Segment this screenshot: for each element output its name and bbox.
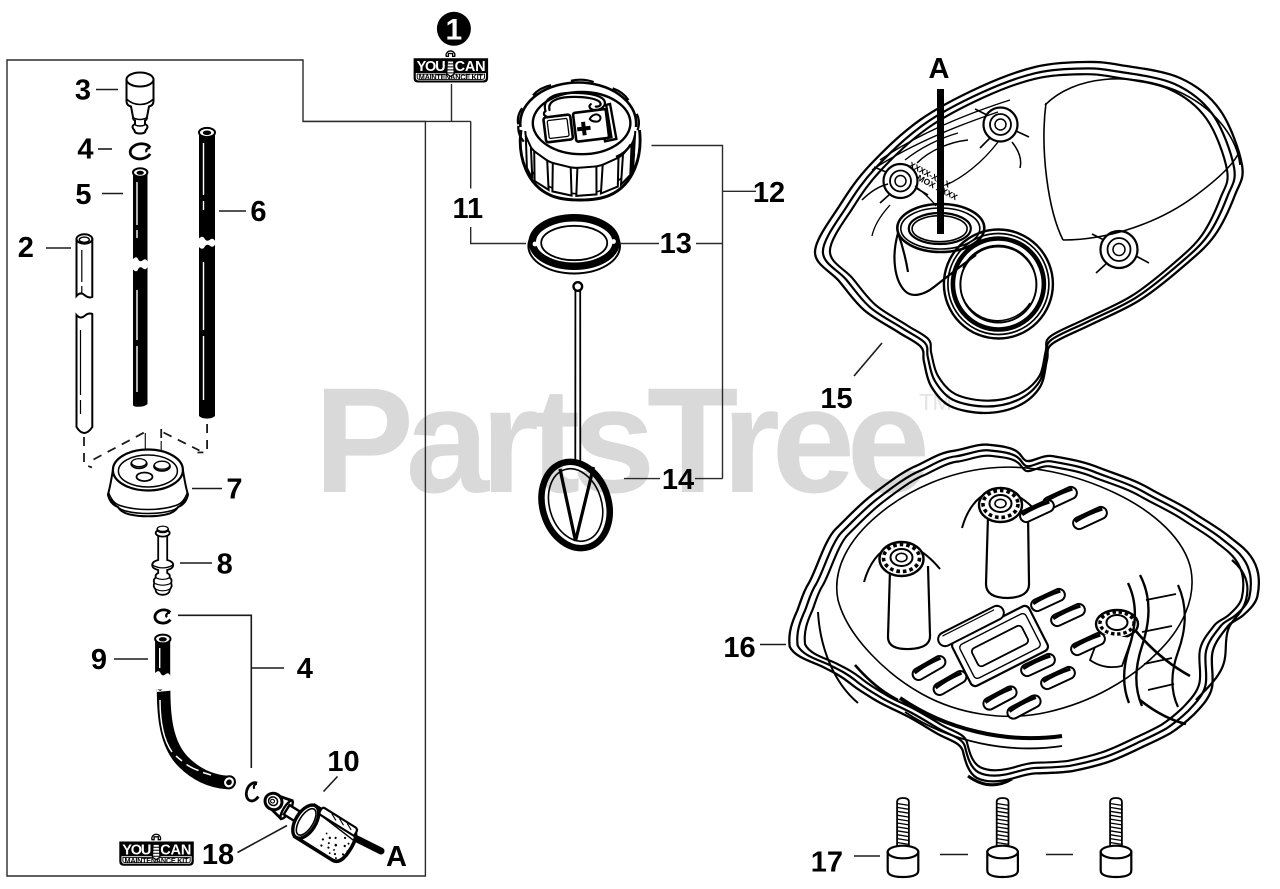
svg-text:10: 10 [327, 746, 359, 778]
svg-text:5: 5 [75, 179, 91, 211]
svg-text:14: 14 [662, 464, 694, 496]
svg-text:4: 4 [77, 134, 93, 166]
svg-text:8: 8 [217, 549, 233, 581]
svg-text:A: A [929, 53, 950, 85]
svg-text:16: 16 [723, 632, 755, 664]
svg-text:1: 1 [446, 14, 463, 47]
svg-text:2: 2 [18, 232, 34, 264]
svg-text:17: 17 [811, 847, 843, 879]
svg-text:PartsTree: PartsTree [314, 356, 930, 524]
svg-text:4: 4 [297, 653, 313, 685]
svg-text:6: 6 [250, 196, 266, 228]
svg-text:7: 7 [226, 474, 242, 506]
svg-text:12: 12 [753, 177, 785, 209]
svg-text:A: A [386, 841, 407, 873]
svg-text:15: 15 [820, 383, 852, 415]
svg-text:3: 3 [75, 75, 91, 107]
svg-text:11: 11 [452, 193, 483, 225]
svg-text:18: 18 [202, 839, 234, 871]
svg-text:9: 9 [91, 644, 107, 676]
svg-text:13: 13 [660, 228, 692, 260]
